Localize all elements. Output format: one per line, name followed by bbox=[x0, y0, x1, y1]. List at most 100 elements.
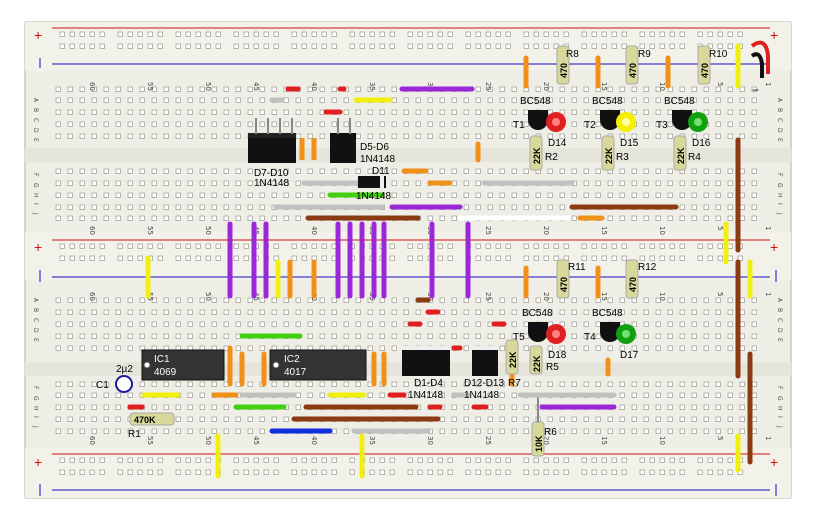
column-number: 1 bbox=[764, 82, 772, 86]
breadboard-hole bbox=[611, 43, 617, 49]
breadboard-hole bbox=[115, 345, 121, 351]
breadboard-hole bbox=[211, 133, 217, 139]
transistor-t2 bbox=[600, 110, 620, 130]
breadboard-hole bbox=[505, 43, 511, 49]
breadboard-hole bbox=[487, 109, 493, 115]
breadboard-hole bbox=[727, 428, 733, 434]
resistor-body bbox=[129, 412, 175, 426]
breadboard-hole bbox=[451, 109, 457, 115]
breadboard-hole bbox=[89, 243, 95, 249]
breadboard-hole bbox=[655, 321, 661, 327]
breadboard-hole bbox=[669, 243, 675, 249]
resistor-r9 bbox=[625, 45, 639, 85]
breadboard-hole bbox=[79, 333, 85, 339]
breadboard-hole bbox=[591, 31, 597, 37]
breadboard-hole bbox=[291, 469, 297, 475]
breadboard-hole bbox=[175, 404, 181, 410]
breadboard-hole bbox=[403, 121, 409, 127]
breadboard-hole bbox=[751, 109, 757, 115]
breadboard-hole bbox=[127, 86, 133, 92]
breadboard-hole bbox=[475, 86, 481, 92]
breadboard-hole bbox=[679, 243, 685, 249]
breadboard-hole bbox=[185, 255, 191, 261]
breadboard-hole bbox=[295, 215, 301, 221]
breadboard-hole bbox=[487, 192, 493, 198]
breadboard-hole bbox=[715, 121, 721, 127]
breadboard-hole bbox=[619, 133, 625, 139]
led-name: D18 bbox=[548, 350, 567, 361]
breadboard-hole bbox=[247, 345, 253, 351]
breadboard-hole bbox=[259, 192, 265, 198]
breadboard-hole bbox=[715, 381, 721, 387]
breadboard-hole bbox=[669, 31, 675, 37]
diode-array-name: D1-D4 bbox=[414, 378, 443, 389]
breadboard-hole bbox=[319, 133, 325, 139]
breadboard-hole bbox=[715, 309, 721, 315]
breadboard-hole bbox=[211, 333, 217, 339]
resistor-r10 bbox=[697, 45, 711, 85]
column-number: 10 bbox=[658, 436, 666, 445]
breadboard-hole bbox=[643, 404, 649, 410]
breadboard-hole bbox=[707, 243, 713, 249]
breadboard-hole bbox=[523, 109, 529, 115]
breadboard-hole bbox=[739, 133, 745, 139]
breadboard-hole bbox=[487, 392, 493, 398]
breadboard-hole bbox=[691, 345, 697, 351]
breadboard-hole bbox=[667, 192, 673, 198]
breadboard-hole bbox=[389, 31, 395, 37]
breadboard-hole bbox=[147, 31, 153, 37]
breadboard-hole bbox=[727, 133, 733, 139]
breadboard-hole bbox=[391, 180, 397, 186]
breadboard-hole bbox=[463, 428, 469, 434]
breadboard-hole bbox=[703, 86, 709, 92]
breadboard-hole bbox=[103, 428, 109, 434]
breadboard-hole bbox=[67, 133, 73, 139]
breadboard-hole bbox=[739, 333, 745, 339]
breadboard-hole bbox=[199, 121, 205, 127]
breadboard-hole bbox=[103, 97, 109, 103]
breadboard-hole bbox=[127, 31, 133, 37]
breadboard-hole bbox=[215, 255, 221, 261]
breadboard-hole bbox=[379, 297, 385, 303]
breadboard-hole bbox=[691, 215, 697, 221]
breadboard-hole bbox=[253, 469, 259, 475]
breadboard-hole bbox=[751, 404, 757, 410]
capacitor-body bbox=[115, 375, 133, 393]
breadboard-hole bbox=[253, 457, 259, 463]
breadboard-hole bbox=[607, 428, 613, 434]
breadboard-hole bbox=[535, 97, 541, 103]
breadboard-hole bbox=[89, 469, 95, 475]
row-letter: H bbox=[32, 406, 39, 411]
breadboard-hole bbox=[233, 255, 239, 261]
row-letter: B bbox=[776, 308, 783, 312]
breadboard-hole bbox=[91, 333, 97, 339]
breadboard-hole bbox=[715, 321, 721, 327]
breadboard-hole bbox=[311, 43, 317, 49]
row-letter: G bbox=[32, 183, 39, 188]
breadboard-hole bbox=[199, 180, 205, 186]
breadboard-hole bbox=[163, 381, 169, 387]
breadboard-hole bbox=[571, 168, 577, 174]
breadboard-hole bbox=[55, 86, 61, 92]
breadboard-hole bbox=[235, 168, 241, 174]
breadboard-hole bbox=[611, 469, 617, 475]
breadboard-hole bbox=[139, 333, 145, 339]
diode-array-value: 1N4148 bbox=[464, 390, 499, 401]
breadboard-hole bbox=[175, 192, 181, 198]
breadboard-hole bbox=[463, 321, 469, 327]
breadboard-hole bbox=[115, 86, 121, 92]
breadboard-hole bbox=[639, 31, 645, 37]
breadboard-hole bbox=[307, 168, 313, 174]
breadboard-hole bbox=[643, 168, 649, 174]
column-number: 10 bbox=[658, 292, 666, 301]
breadboard-hole bbox=[583, 180, 589, 186]
breadboard-hole bbox=[223, 180, 229, 186]
breadboard-hole bbox=[691, 192, 697, 198]
breadboard-hole bbox=[403, 381, 409, 387]
breadboard-hole bbox=[319, 309, 325, 315]
breadboard-hole bbox=[67, 97, 73, 103]
breadboard-hole bbox=[163, 97, 169, 103]
column-number: 5 bbox=[716, 82, 724, 86]
breadboard-hole bbox=[511, 86, 517, 92]
breadboard-hole bbox=[727, 321, 733, 327]
